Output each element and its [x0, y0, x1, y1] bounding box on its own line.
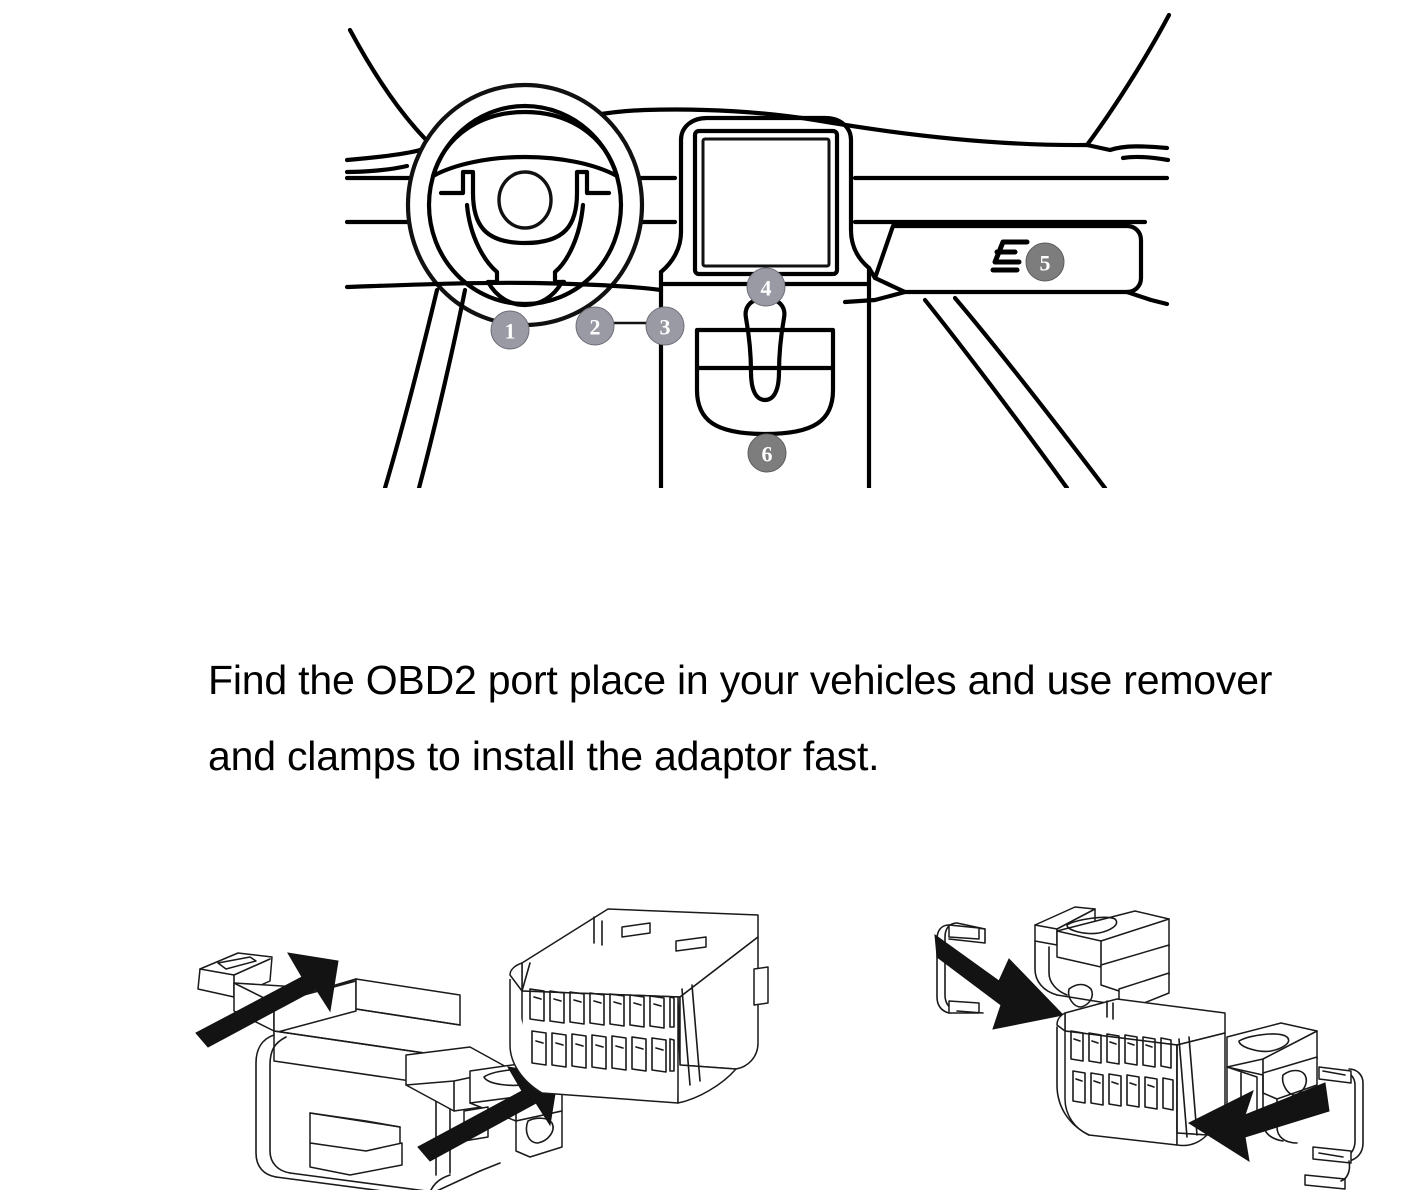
marker-5: 5 [1025, 242, 1065, 282]
marker-2-label: 2 [590, 315, 601, 340]
marker-1-label: 1 [505, 319, 516, 344]
obd2-connector-remover [509, 908, 769, 1104]
obd2-pin-grid-upper [529, 988, 675, 1029]
clamp-right-piece [1226, 1022, 1318, 1144]
marker-3-label: 3 [660, 315, 671, 340]
marker-6: 6 [747, 433, 787, 473]
dashboard-svg: 1 2 3 4 5 6 [345, 0, 1171, 488]
clamp-arrow-upper [934, 933, 1064, 1030]
passenger-lower-panel [922, 295, 1108, 488]
marker-1: 1 [490, 310, 530, 350]
marker-2: 2 [575, 306, 615, 346]
figure-obd2-clamps [905, 885, 1395, 1190]
instruction-line-1: Find the OBD2 port place in your vehicle… [208, 657, 1273, 703]
marker-4: 4 [746, 267, 786, 307]
obd2-pin-grid-lower [531, 1030, 675, 1073]
instruction-line-2: and clamps to install the adaptor fast. [208, 733, 880, 779]
infotainment-screen [692, 128, 840, 277]
clamp-arrow-lower [1187, 1082, 1330, 1163]
obd2-pin-contacts [533, 996, 664, 1051]
clamp-wire-upper-left [936, 922, 986, 1014]
clamp-wire-lower-right [1304, 1066, 1364, 1190]
remover-arrow-upper [195, 952, 339, 1048]
obd2-clamps-pin-contacts [1073, 1038, 1155, 1088]
clamps-svg [905, 885, 1395, 1190]
dashboard-illustration: 1 2 3 4 5 6 [345, 0, 1171, 488]
glove-box-panel [842, 223, 1170, 307]
steering-wheel [405, 82, 645, 328]
figure-obd2-remover [170, 885, 770, 1190]
obd2-clamps-pin-grid-upper [1070, 1030, 1172, 1069]
clamp-top-piece [1034, 906, 1170, 1010]
obd2-clamps-pin-grid-lower [1072, 1070, 1174, 1111]
marker-4-label: 4 [761, 276, 772, 301]
dash-trim-band-right [852, 175, 1170, 225]
windshield-right-pillar [1084, 12, 1171, 163]
obd2-connector-clamps [1056, 998, 1226, 1147]
remover-arrow-lower [417, 1066, 559, 1162]
marker-6-label: 6 [762, 442, 773, 467]
marker-3: 3 [645, 306, 685, 346]
marker-5-label: 5 [1040, 251, 1051, 276]
driver-lower-panel [345, 280, 664, 488]
remover-svg [170, 885, 770, 1190]
glovebox-emblem-E [990, 239, 1030, 273]
instruction-text: Find the OBD2 port place in your vehicle… [208, 642, 1338, 794]
